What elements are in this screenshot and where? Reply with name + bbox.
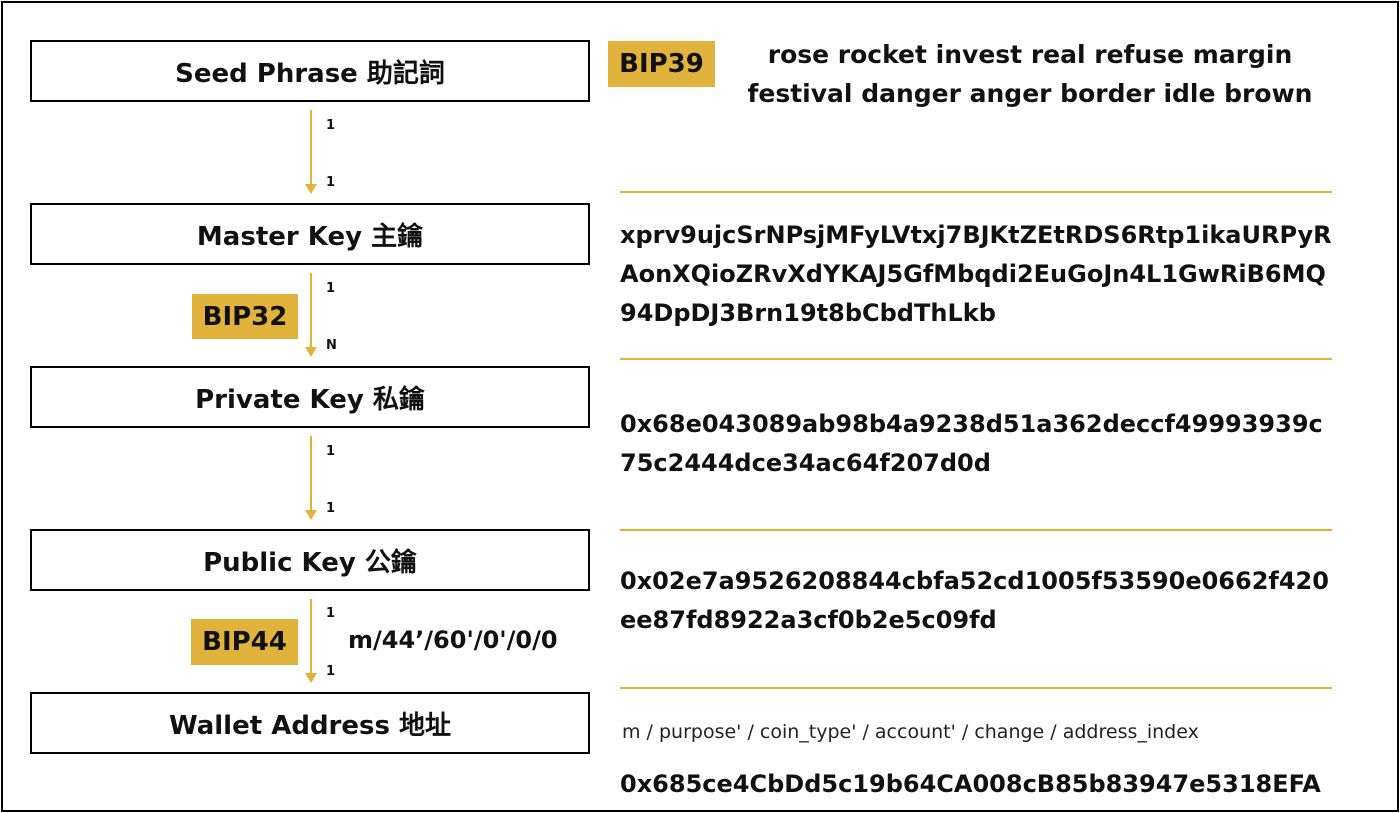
private-key-value: 0x68e043089ab98b4a9238d51a362deccf499939… — [620, 410, 1323, 477]
master-key-box: Master Key 主鑰 — [30, 203, 590, 265]
bip39-badge: BIP39 — [608, 41, 715, 87]
wallet-address-label: Wallet Address 地址 — [168, 710, 452, 741]
bip32-badge: BIP32 — [192, 294, 298, 339]
divider — [620, 191, 1332, 193]
seed-phrase-box: Seed Phrase 助記詞 — [30, 40, 590, 102]
arrow-head-icon — [305, 184, 317, 194]
arrow-public-to-address — [303, 599, 319, 683]
arrow-master-to-private — [303, 273, 319, 357]
public-key-box: Public Key 公鑰 — [30, 529, 590, 591]
seed-phrase-label: Seed Phrase 助記詞 — [175, 58, 445, 89]
wallet-address-value: 0x685ce4CbDd5c19b64CA008cB85b83947e5318E… — [620, 770, 1321, 798]
cardinality-from-1: 1 — [326, 118, 336, 133]
bip44-badge: BIP44 — [191, 619, 298, 665]
arrow-head-icon — [305, 347, 317, 357]
cardinality-from-2: 1 — [326, 281, 336, 296]
arrow-head-icon — [305, 510, 317, 520]
cardinality-to-1: 1 — [326, 175, 336, 190]
public-key-value: 0x02e7a9526208844cbfa52cd1005f53590e0662… — [620, 567, 1329, 634]
cardinality-to-4: 1 — [326, 664, 336, 679]
cardinality-from-4: 1 — [326, 606, 336, 621]
divider — [620, 358, 1332, 360]
cardinality-to-2: N — [326, 338, 337, 353]
master-key-label: Master Key 主鑰 — [196, 221, 424, 252]
private-key-box: Private Key 私鑰 — [30, 366, 590, 428]
arrow-head-icon — [305, 673, 317, 683]
arrow-private-to-public — [303, 436, 319, 520]
cardinality-to-3: 1 — [326, 501, 336, 516]
divider — [620, 687, 1332, 689]
master-key-value: xprv9ujcSrNPsjMFyLVtxj7BJKtZEtRDS6Rtp1ik… — [620, 221, 1332, 327]
cardinality-from-3: 1 — [326, 444, 336, 459]
arrow-seed-to-master — [303, 110, 319, 194]
wallet-address-box: Wallet Address 地址 — [30, 692, 590, 754]
public-key-label: Public Key 公鑰 — [203, 547, 417, 578]
derivation-path: m/44’/60'/0'/0/0 — [348, 626, 558, 654]
divider — [620, 529, 1332, 531]
seed-phrase-value: rose rocket invest real refuse margin fe… — [747, 40, 1313, 108]
private-key-label: Private Key 私鑰 — [195, 384, 425, 415]
derivation-path-legend: m / purpose' / coin_type' / account' / c… — [622, 721, 1199, 743]
